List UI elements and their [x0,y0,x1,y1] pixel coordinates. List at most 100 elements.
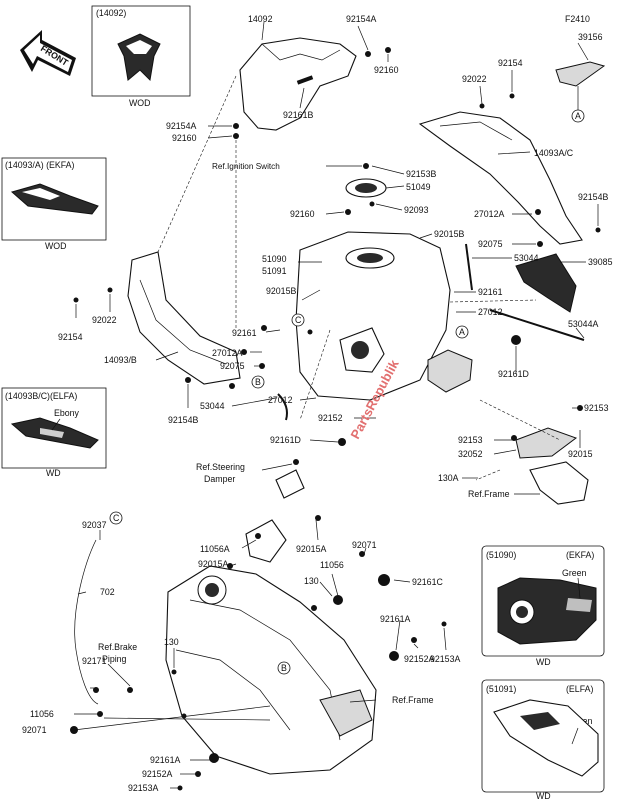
callout: 92071 [22,725,47,735]
part-frame [165,565,377,775]
part-51049-filler-cap [345,178,387,198]
callout: Ref.Steering [196,462,245,472]
callout: 92153A [430,654,460,664]
inset-header: (14092) [96,8,126,18]
callout: 92071 [352,540,377,550]
part-14093ac-right-cover [418,111,583,245]
part-702-hose [74,539,99,705]
callout: 92153 [584,403,609,413]
callout: 92015B [266,286,296,296]
inset-header-right: (ELFA) [566,684,593,694]
callout: 92015B [434,229,464,239]
part-14092-top-cover [239,37,357,131]
fastener-markers [70,47,601,791]
callout: 51091 [262,266,287,276]
inset-footer: WD [46,468,61,478]
callout: 92015 [568,449,593,459]
callout: 92022 [92,315,117,325]
inset-footer: WD [536,657,551,667]
callout: 92160 [172,133,197,143]
callout: 53044 [514,253,539,263]
part-steering-bracket [245,469,305,563]
ref-circle-b-frame: B [277,661,291,675]
inset-f2410: F2410 39156 A [555,14,606,123]
callout: 92171 [82,656,107,666]
callout: 27012 [478,307,503,317]
callout: 11056A [200,544,230,554]
callout: 27012 [268,395,293,405]
callout: 92153A [128,783,158,793]
inset-51091: (51091) (ELFA) Green WD [481,679,605,800]
callout: 51090 [262,254,287,264]
part-53044-hose-left [277,393,288,421]
callout: 92161A [380,614,410,624]
svg-text:C: C [113,513,120,523]
inset-ekfa-cover: (14093/A) (EKFA) WOD [1,157,107,251]
callout-labels: 14092 92154A 92160 92161B 92154A 92160 9… [22,14,613,793]
svg-text:B: B [281,663,287,673]
leader-lines [73,21,599,789]
inset-51090: (51090) (EKFA) Green WD [481,545,605,667]
part-53044-hose [465,243,473,291]
callout: 11056 [30,709,54,719]
callout: 92161 [232,328,257,338]
svg-text:A: A [459,327,465,337]
callout: 92152A [404,654,434,664]
inset-header-left: (51091) [486,684,516,694]
callout: 92154A [346,14,376,24]
callout: 92160 [374,65,399,75]
inset-header: (14093B/C)(ELFA) [5,391,77,401]
callout: 130 [304,576,319,586]
callout: 11056 [320,560,344,570]
ref-circle-c-main: C [291,313,305,327]
ref-circle-a-main: A [455,325,469,339]
callout: 92037 [82,520,107,530]
callout: 92154B [168,415,198,425]
callout: 92075 [220,361,245,371]
callout: Ref.Ignition Switch [212,162,280,171]
inset-footer: WD [536,791,551,800]
callout: 92154 [58,332,83,342]
part-32052-bracket [515,427,578,459]
callout: 39085 [588,257,613,267]
callout: 92154 [498,58,523,68]
callout: Ref.Frame [392,695,434,705]
callout: 702 [100,587,115,597]
callout: 27012A [212,348,242,358]
callout: 53044A [568,319,598,329]
part-label: 39156 [578,32,603,42]
callout: 92075 [478,239,503,249]
part-39085-panel [515,253,577,313]
callout: 92153 [458,435,483,445]
inset-item: Green [562,568,587,578]
inset-header-right: (EKFA) [566,550,594,560]
callout: 92015A [198,559,228,569]
callout: Ref.Frame [468,489,510,499]
front-arrow-icon: FRONT [20,30,76,76]
inset-footer: WOD [45,241,67,251]
part-53044a-hose [489,309,585,341]
svg-text:B: B [255,377,261,387]
callout: 92154A [166,121,196,131]
callout: 53044 [200,401,225,411]
callout: 130 [164,637,179,647]
callout: 14092 [248,14,273,24]
callout: 130A [438,473,459,483]
svg-text:C: C [295,315,302,325]
callout: 14093A/C [534,148,574,158]
inset-footer: WOD [129,98,151,108]
callout: 92161D [270,435,301,445]
callout: 92161C [412,577,443,587]
callout: 51049 [406,182,431,192]
inset-header: F2410 [565,14,590,24]
callout: 92161B [283,110,313,120]
callout: 92152 [318,413,343,423]
inset-item: Ebony [54,408,80,418]
callout: Damper [204,474,235,484]
callout: 92161D [498,369,529,379]
ref-circle-b-main: B [251,375,265,389]
part-fuel-tank [295,231,473,401]
inset-wod-14092: (14092) WOD [91,5,191,108]
callout: 92161 [478,287,503,297]
